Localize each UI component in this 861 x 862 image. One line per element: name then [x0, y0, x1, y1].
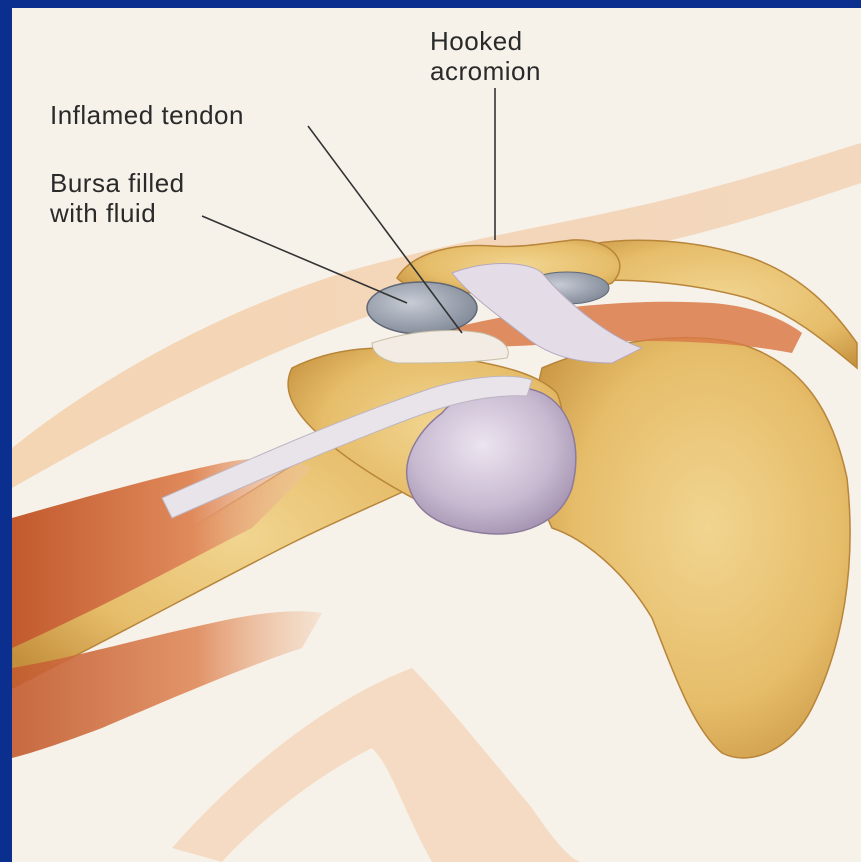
inflamed-tendon	[372, 330, 508, 363]
shoulder-anatomy-illustration	[12, 8, 861, 862]
label-inflamed-tendon: Inflamed tendon	[50, 100, 244, 130]
label-bursa-line2: with fluid	[50, 198, 156, 228]
label-hooked-acromion-line1: Hooked	[430, 26, 523, 56]
bursa-filled-with-fluid	[367, 282, 477, 334]
label-bursa-line1: Bursa filled	[50, 168, 185, 198]
illustration-canvas: Hooked acromion Inflamed tendon Bursa fi…	[12, 8, 861, 862]
skin-lower-outline	[172, 668, 582, 862]
scapula	[533, 338, 850, 758]
label-hooked-acromion-line2: acromion	[430, 56, 541, 86]
